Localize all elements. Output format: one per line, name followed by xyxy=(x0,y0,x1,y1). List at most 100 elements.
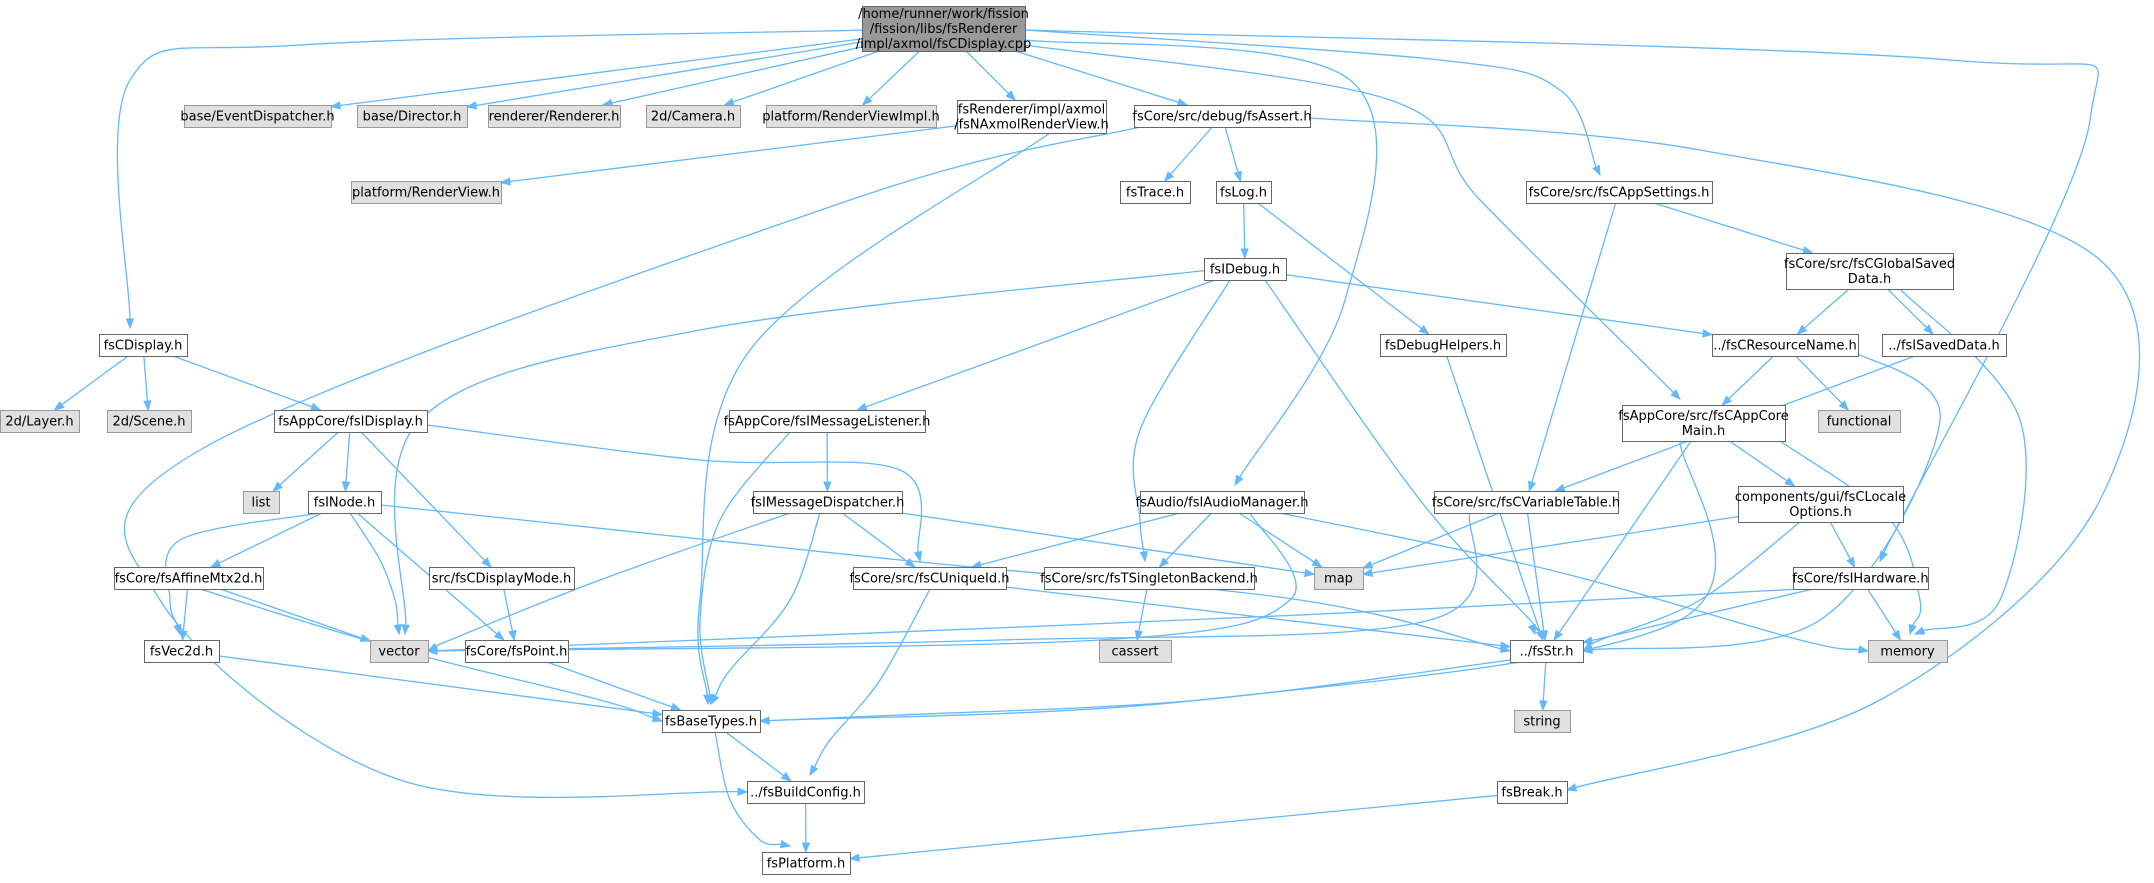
edge-ihardware-to-memory xyxy=(1867,588,1902,642)
edge-idisplay-to-inode xyxy=(341,431,351,493)
node-idisplay[interactable]: fsAppCore/fsIDisplay.h xyxy=(274,410,428,433)
edges-layer xyxy=(53,29,2141,862)
node-camera: 2d/Camera.h xyxy=(646,105,741,128)
node-label: fsCore/src/fsCGlobalSaved xyxy=(1784,257,1955,272)
node-label: fsAppCore/fsIDisplay.h xyxy=(278,415,423,430)
node-fs-idebug[interactable]: fsIDebug.h xyxy=(1204,258,1287,281)
node-fs-platform[interactable]: fsPlatform.h xyxy=(762,852,851,875)
node-label: 2d/Scene.h xyxy=(113,415,186,430)
node-label: /impl/axmol/fsCDisplay.cpp xyxy=(856,37,1031,52)
edge-global_saved-to-resource_name xyxy=(1796,288,1850,335)
node-debug-helpers[interactable]: fsDebugHelpers.h xyxy=(1380,334,1507,357)
node-imessage-listener[interactable]: fsAppCore/fsIMessageListener.h xyxy=(724,410,931,433)
node-resource-name[interactable]: ../fsCResourceName.h xyxy=(1712,334,1859,357)
node-label: fsLog.h xyxy=(1220,186,1267,201)
node-label: Options.h xyxy=(1789,505,1852,520)
edge-locale_options-to-ihardware xyxy=(1829,521,1856,569)
node-render-view-impl: platform/RenderViewImpl.h xyxy=(762,105,940,128)
node-label: 2d/Layer.h xyxy=(5,415,73,430)
edge-root-to-render_view_impl xyxy=(861,50,921,106)
edge-vec2d-to-base_types xyxy=(218,655,664,718)
node-imessage-dispatcher[interactable]: fsIMessageDispatcher.h xyxy=(751,491,905,514)
node-build-config[interactable]: ../fsBuildConfig.h xyxy=(747,781,865,804)
node-label: fsAppCore/fsIMessageListener.h xyxy=(724,415,931,430)
node-unique-id[interactable]: fsCore/src/fsCUniqueId.h xyxy=(850,567,1010,590)
edge-root-to-event_dispatcher xyxy=(329,38,863,110)
edge-fs_str-to-base_types xyxy=(758,659,1511,725)
node-isaved-data[interactable]: ../fsISavedData.h xyxy=(1882,334,2007,357)
edge-display_mode-to-fs_point xyxy=(503,588,517,642)
node-vec2d[interactable]: fsVec2d.h xyxy=(144,640,220,663)
node-layer: 2d/Layer.h xyxy=(0,410,80,433)
edge-fs_assert-to-fs_log xyxy=(1224,126,1242,183)
node-fs-break[interactable]: fsBreak.h xyxy=(1497,781,1568,804)
edge-inode-to-fs_point xyxy=(356,512,505,641)
edge-cdisplay-to-layer xyxy=(53,355,129,411)
node-cassert: cassert xyxy=(1099,640,1172,663)
node-director: base/Director.h xyxy=(357,105,468,128)
node-scene: 2d/Scene.h xyxy=(107,410,192,433)
node-label: cassert xyxy=(1111,645,1158,660)
node-label: fsAudio/fsIAudioManager.h xyxy=(1136,496,1309,511)
node-label: /fsNAxmolRenderView.h xyxy=(954,118,1109,133)
node-inode[interactable]: fsINode.h xyxy=(308,491,382,514)
edge-fs_assert-to-build_config xyxy=(123,126,1141,799)
node-label: base/Director.h xyxy=(363,110,462,125)
node-display-mode[interactable]: src/fsCDisplayMode.h xyxy=(429,567,575,590)
node-variable-table[interactable]: fsCore/src/fsCVariableTable.h xyxy=(1432,491,1620,514)
edge-unique_id-to-fs_str xyxy=(1005,586,1512,650)
node-singleton-backend[interactable]: fsCore/src/fsTSingletonBackend.h xyxy=(1040,567,1258,590)
node-app-settings[interactable]: fsCore/src/fsCAppSettings.h xyxy=(1526,181,1713,204)
edge-root-to-fs_assert xyxy=(1014,50,1189,107)
node-fs-log[interactable]: fsLog.h xyxy=(1216,181,1272,204)
node-label: ../fsBuildConfig.h xyxy=(750,786,861,801)
node-fs-str[interactable]: ../fsStr.h xyxy=(1510,640,1584,663)
node-label: fsCore/src/fsCVariableTable.h xyxy=(1432,496,1620,511)
node-label: fsCore/src/debug/fsAssert.h xyxy=(1132,110,1311,125)
edge-fs_log-to-debug_helpers xyxy=(1257,202,1430,335)
node-axmol-render-view[interactable]: fsRenderer/impl/axmol/fsNAxmolRenderView… xyxy=(954,100,1109,134)
edge-inode-to-vec2d xyxy=(165,512,321,636)
edge-cdisplay-to-scene xyxy=(143,355,152,412)
edge-imessage_listener-to-base_types xyxy=(699,431,791,706)
edge-singleton_backend-to-cassert xyxy=(1134,588,1148,642)
node-base-types[interactable]: fsBaseTypes.h xyxy=(662,710,761,733)
node-label: fsCore/src/fsCAppSettings.h xyxy=(1529,186,1710,201)
nodes-layer: /home/runner/work/fission/fission/libs/f… xyxy=(0,6,2007,875)
node-fs-trace[interactable]: fsTrace.h xyxy=(1120,181,1191,204)
edge-fs_idebug-to-imessage_listener xyxy=(855,279,1215,411)
node-label: fsCDisplay.h xyxy=(104,339,183,354)
node-render-view: platform/RenderView.h xyxy=(351,181,502,204)
node-affine-mtx[interactable]: fsCore/fsAffineMtx2d.h xyxy=(114,567,264,590)
node-label: string xyxy=(1523,715,1560,730)
node-fs-point[interactable]: fsCore/fsPoint.h xyxy=(465,640,569,663)
node-label: fsCore/fsAffineMtx2d.h xyxy=(115,572,263,587)
node-fs-assert[interactable]: fsCore/src/debug/fsAssert.h xyxy=(1132,105,1312,128)
edge-variable_table-to-fs_str xyxy=(1526,512,1548,642)
node-label: ../fsISavedData.h xyxy=(1888,339,1999,354)
edge-root-to-axmol_render_view xyxy=(965,50,1016,101)
edge-fs_assert-to-fs_break xyxy=(1309,117,2141,792)
edge-idisplay-to-list xyxy=(272,431,339,492)
edge-resource_name-to-functional xyxy=(1795,355,1850,411)
node-label: fsINode.h xyxy=(314,496,375,511)
edge-imessage_dispatcher-to-map xyxy=(901,512,1316,578)
node-event-dispatcher: base/EventDispatcher.h xyxy=(180,105,335,128)
node-label: fsCore/src/fsCUniqueId.h xyxy=(850,572,1010,587)
node-label: /fission/libs/fsRenderer xyxy=(870,22,1018,37)
edge-fs_idebug-to-vector xyxy=(393,269,1211,636)
edge-fs_break-to-fs_platform xyxy=(848,794,1498,862)
node-label: fsPlatform.h xyxy=(767,857,846,872)
edge-imessage_listener-to-imessage_dispatcher xyxy=(823,431,832,493)
node-ihardware[interactable]: fsCore/fsIHardware.h xyxy=(1792,567,1929,590)
edge-fs_idebug-to-singleton_backend xyxy=(1132,279,1231,563)
edge-root-to-iaudio_manager xyxy=(1024,39,1378,487)
node-cdisplay[interactable]: fsCDisplay.h xyxy=(99,334,188,357)
node-root[interactable]: /home/runner/work/fission/fission/libs/f… xyxy=(856,6,1031,53)
edge-iaudio_manager-to-memory xyxy=(1279,512,1870,654)
node-iaudio-manager[interactable]: fsAudio/fsIAudioManager.h xyxy=(1136,491,1309,514)
